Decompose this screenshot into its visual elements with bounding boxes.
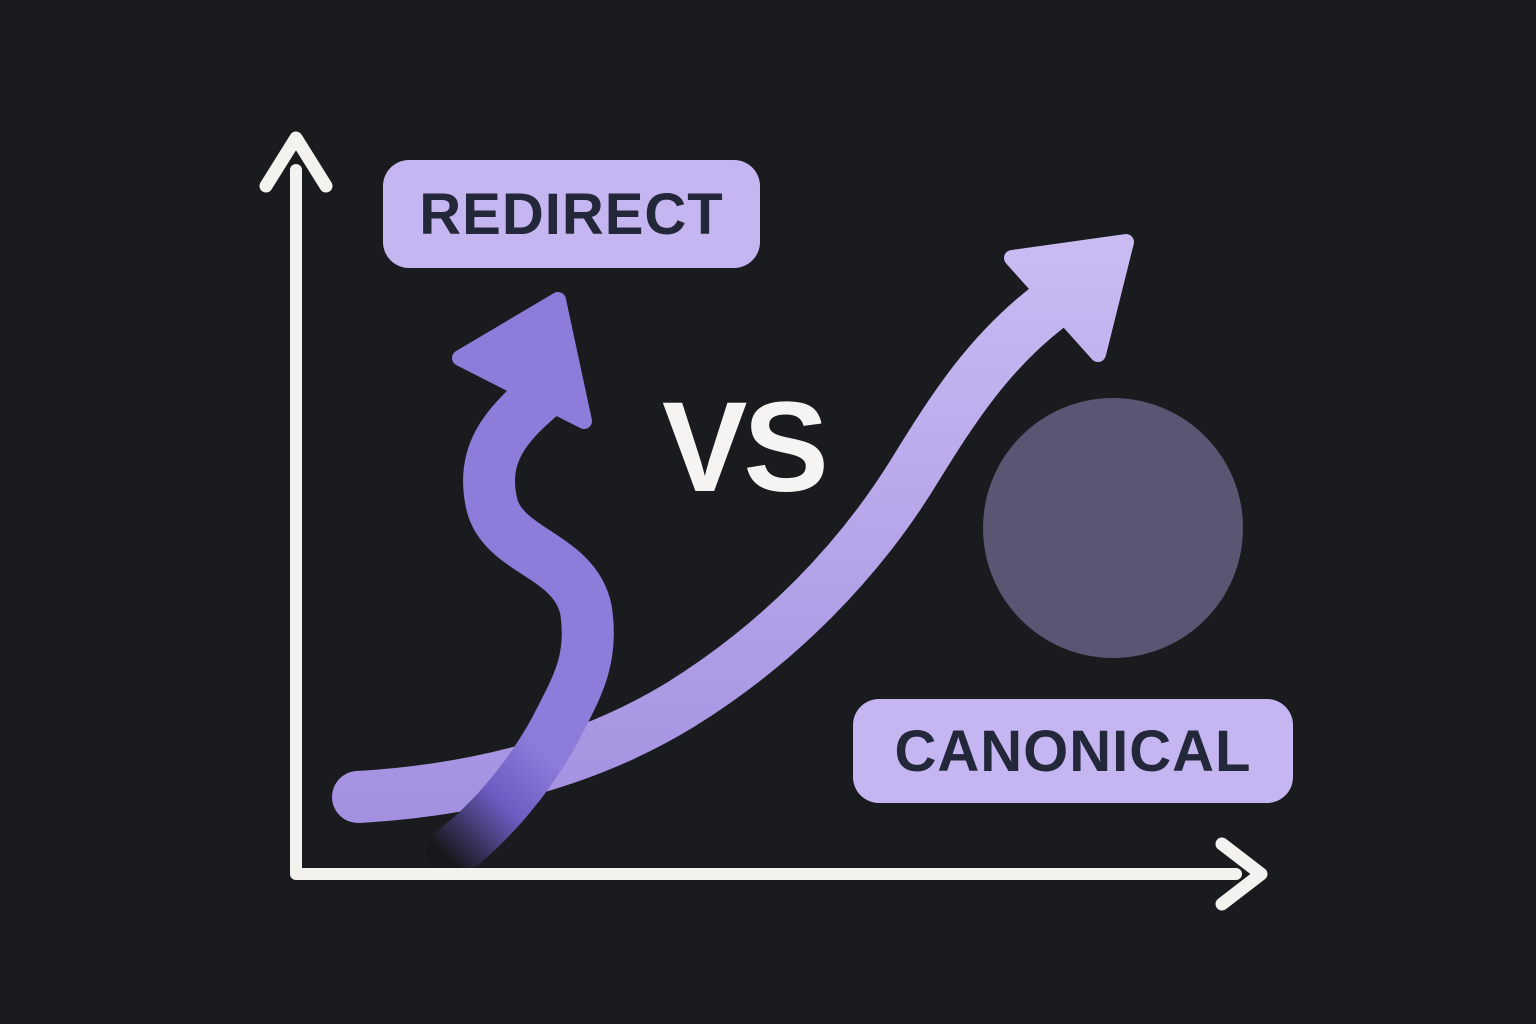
versus-label: VS <box>662 376 829 519</box>
chart-axes <box>259 131 1268 911</box>
circle-shape <box>983 398 1243 658</box>
wavy-up-arrow-icon <box>426 292 614 878</box>
right-axis-arrow-icon <box>1215 837 1268 911</box>
redirect-badge: REDIRECT <box>383 160 760 268</box>
canonical-badge-label: CANONICAL <box>894 718 1252 784</box>
canonical-badge: CANONICAL <box>853 699 1293 803</box>
redirect-badge-label: REDIRECT <box>419 181 724 247</box>
axis-lines <box>290 164 1242 880</box>
up-axis-arrow-icon <box>259 131 333 193</box>
